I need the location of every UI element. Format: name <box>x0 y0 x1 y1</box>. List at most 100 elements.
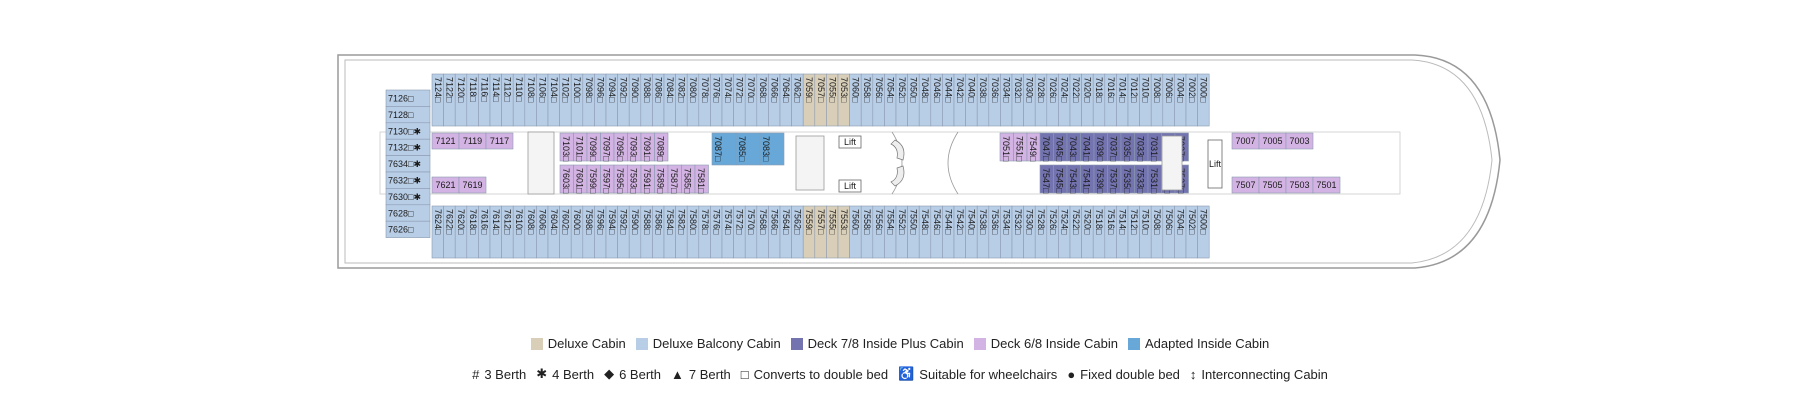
aft-cabin-label-8: 7626□ <box>388 225 414 235</box>
bottom-cabin-label-7506: 7506□ <box>1164 209 1174 235</box>
inner-fwd-plus-cabin-label-7041: 7041□ <box>1082 136 1092 162</box>
inner-bottom-aft-cabin-label-7619: 7619 <box>462 180 482 190</box>
legend-symbols: #3 Berth✱4 Berth◆6 Berth▲7 Berth□Convert… <box>0 366 1800 382</box>
bottom-cabin-label-7502: 7502□ <box>1187 209 1197 235</box>
bottom-cabin-label-7538: 7538□ <box>978 209 988 235</box>
inner-bottom-aft-cabin-7619 <box>458 176 487 194</box>
inner-fwd-inside-cabin-label-7051: 7051□ <box>1001 136 1011 162</box>
bottom-cabin-label-7578: 7578□ <box>700 209 710 235</box>
bottom-cabin-label-7618: 7618□ <box>468 209 478 235</box>
inner-fwd-inside-cabin-label-7551: 7551□ <box>1015 136 1025 162</box>
bottom-cabin-label-7604: 7604□ <box>549 209 559 235</box>
top-cabin-label-7032: 7032□ <box>1013 77 1023 103</box>
wheelchair-icon: ♿ <box>898 366 915 381</box>
bottom-cabin-label-7512: 7512□ <box>1129 209 1139 235</box>
legend-symbol-1: ✱4 Berth <box>536 366 594 382</box>
bottom-cabin-label-7588: 7588□ <box>642 209 652 235</box>
top-cabin-label-7006: 7006□ <box>1164 77 1174 103</box>
interconnect-icon: ↕ <box>1189 366 1197 382</box>
inner-fwd-plus-cabin-label-7541: 7541□ <box>1082 168 1092 194</box>
fwd-bottom-cabin-label-7501: 7501 <box>1316 180 1336 190</box>
bottom-cabin-label-7532: 7532□ <box>1013 209 1023 235</box>
adapted-cabin-7083 <box>759 132 785 166</box>
bottom-cabin-label-7564: 7564□ <box>781 209 791 235</box>
bottom-cabin-label-7574: 7574□ <box>723 209 733 235</box>
top-cabin-label-7059: 7059□ <box>804 77 814 103</box>
legend-category-2: Deck 7/8 Inside Plus Cabin <box>790 336 964 351</box>
square-icon: □ <box>740 366 749 382</box>
top-cabin-label-7066: 7066□ <box>769 77 779 103</box>
top-cabin-label-7062: 7062□ <box>793 77 803 103</box>
top-cabin-label-7048: 7048□ <box>920 77 930 103</box>
top-cabin-label-7106: 7106□ <box>537 77 547 103</box>
top-cabin-label-7074: 7074□ <box>723 77 733 103</box>
top-cabin-label-7104: 7104□ <box>549 77 559 103</box>
top-cabin-label-7055: 7055□ <box>827 77 837 103</box>
top-cabin-label-7004: 7004□ <box>1175 77 1185 103</box>
inner-top-aft-cabin-label-7121: 7121 <box>435 136 455 146</box>
top-cabin-label-7042: 7042□ <box>955 77 965 103</box>
top-cabin-label-7040: 7040□ <box>967 77 977 103</box>
fwd-top-cabin-7003 <box>1285 132 1314 150</box>
bottom-cabin-label-7602: 7602□ <box>561 209 571 235</box>
top-cabin-label-7020: 7020□ <box>1083 77 1093 103</box>
top-cabin-label-7116: 7116□ <box>479 77 489 102</box>
bottom-cabin-label-7594: 7594□ <box>607 209 617 235</box>
top-cabin-label-7018: 7018□ <box>1094 77 1104 103</box>
lift-label-1: Lift <box>844 137 857 147</box>
top-cabin-label-7028: 7028□ <box>1036 77 1046 103</box>
fwd-top-cabin-label-7007: 7007 <box>1235 136 1255 146</box>
inner-top-aft-cabin-7117 <box>485 132 514 150</box>
legend-symbol-label: Fixed double bed <box>1080 366 1180 382</box>
legend-symbol-label: 6 Berth <box>619 366 661 382</box>
legend-symbol-label: 3 Berth <box>484 366 527 382</box>
bottom-cabin-label-7590: 7590□ <box>630 209 640 235</box>
aft-cabin-8 <box>385 220 431 238</box>
asterisk-icon: ✱ <box>536 366 548 381</box>
bottom-cabin-label-7555: 7555□ <box>827 209 837 235</box>
fwd-top-cabin-label-7003: 7003 <box>1289 136 1309 146</box>
inner-top-mid-cabin-label-7091: 7091□ <box>642 136 652 162</box>
top-cabin-label-7038: 7038□ <box>978 77 988 103</box>
inner-fwd-plus-cabin-label-7043: 7043□ <box>1068 136 1078 162</box>
inner-bottom-mid-cabin-label-7599: 7599□ <box>588 168 598 194</box>
aft-cabin-column: 7126□7128□7130□✱7132□✱7634□✱7632□✱7630□✱… <box>385 89 431 238</box>
bottom-cabin-label-7516: 7516□ <box>1106 209 1116 235</box>
bottom-cabin-label-7542: 7542□ <box>955 209 965 235</box>
legend-symbol-2: ◆6 Berth <box>604 366 661 382</box>
inner-fwd-plus-cabin-label-7047: 7047□ <box>1041 136 1051 162</box>
deck-plan: 7124□7122□7120□7118□7116□7114□7112□7110□… <box>337 54 1501 269</box>
legend-symbol-3: ▲7 Berth <box>671 367 731 382</box>
bottom-cabin-label-7586: 7586□ <box>653 209 663 235</box>
top-cabin-label-7084: 7084□ <box>665 77 675 103</box>
legend-category-1: Deluxe Balcony Cabin <box>635 336 781 351</box>
top-cabin-label-7044: 7044□ <box>943 77 953 103</box>
inner-fwd-plus-cabin-label-7545: 7545□ <box>1055 168 1065 194</box>
aft-cabin-label-0: 7126□ <box>388 94 414 104</box>
top-cabin-label-7034: 7034□ <box>1001 77 1011 103</box>
top-cabin-label-7088: 7088□ <box>642 77 652 103</box>
top-cabin-label-7076: 7076□ <box>711 77 721 103</box>
bottom-cabin-label-7592: 7592□ <box>619 209 629 235</box>
top-cabin-label-7000: 7000□ <box>1199 77 1209 103</box>
fwd-top-cabin-label-7005: 7005 <box>1262 136 1282 146</box>
top-cabin-label-7080: 7080□ <box>688 77 698 103</box>
inner-bottom-mid-cabin-label-7595: 7595□ <box>615 168 625 194</box>
fwd-bottom-cabin-label-7503: 7503 <box>1289 180 1309 190</box>
bottom-cabin-label-7536: 7536□ <box>990 209 1000 235</box>
inner-fwd-plus-cabin-label-7533: 7533□ <box>1136 168 1146 194</box>
top-cabin-label-7050: 7050□ <box>909 77 919 103</box>
top-cabin-label-7122: 7122□ <box>445 77 455 103</box>
top-cabin-label-7026: 7026□ <box>1048 77 1058 103</box>
legend-label: Deck 6/8 Inside Cabin <box>990 336 1118 351</box>
bottom-cabin-row: 7624□7622□7620□7618□7616□7614□7612□7610□… <box>431 205 1210 259</box>
top-cabin-row: 7124□7122□7120□7118□7116□7114□7112□7110□… <box>431 73 1210 127</box>
inner-fwd-plus-cabin-label-7033: 7033□ <box>1136 136 1146 162</box>
top-cabin-label-7008: 7008□ <box>1152 77 1162 103</box>
bottom-cabin-label-7526: 7526□ <box>1048 209 1058 235</box>
bottom-cabin-label-7518: 7518□ <box>1094 209 1104 235</box>
top-cabin-label-7052: 7052□ <box>897 77 907 103</box>
top-cabin-label-7070: 7070□ <box>746 77 756 103</box>
bottom-cabin-label-7614: 7614□ <box>491 209 501 235</box>
bottom-cabin-label-7550: 7550□ <box>909 209 919 235</box>
